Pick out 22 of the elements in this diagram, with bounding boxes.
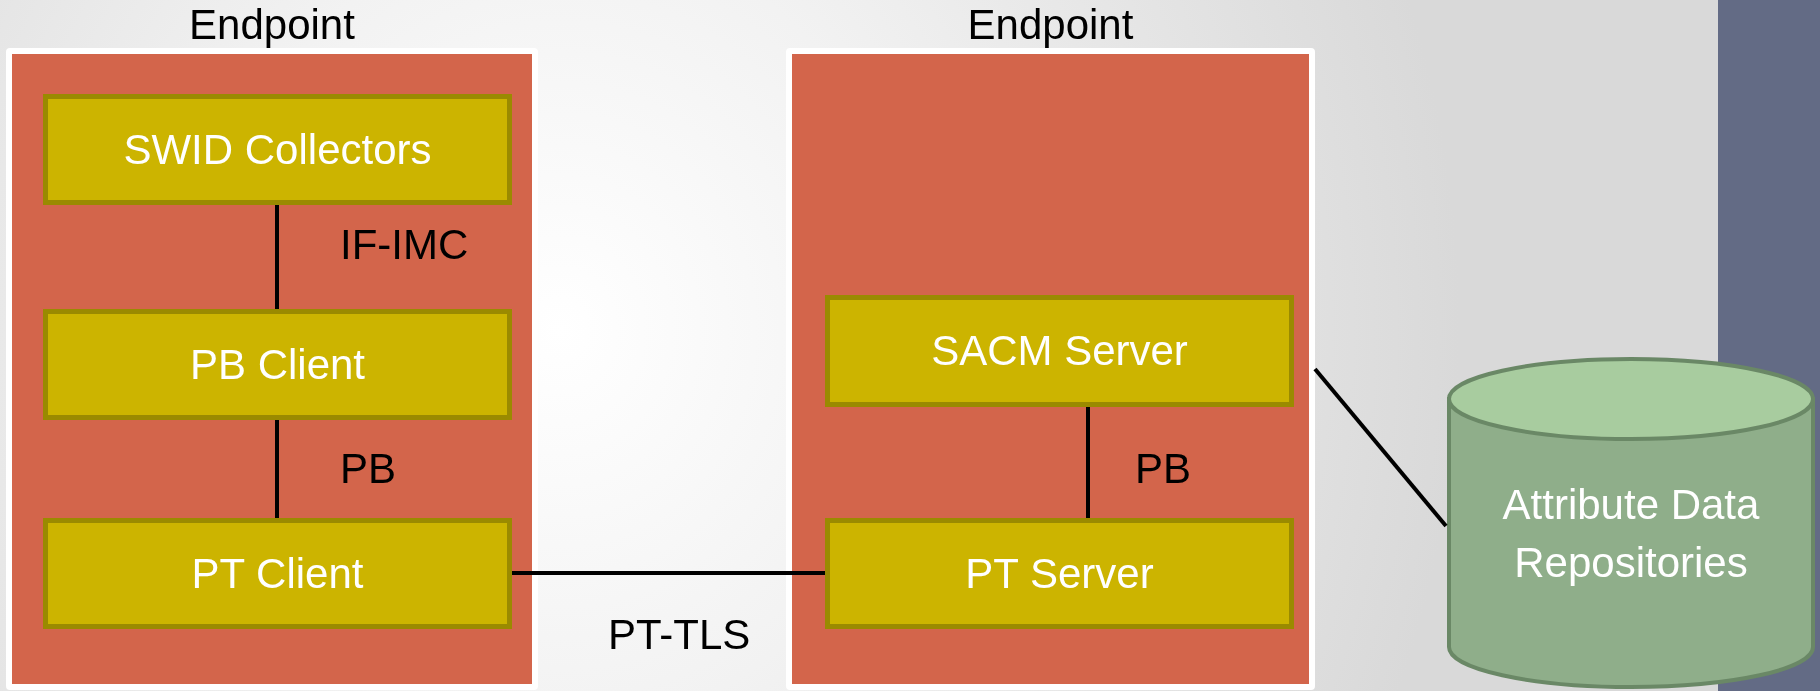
component-box: [825, 518, 1294, 629]
edge-label: IF-IMC: [340, 222, 469, 268]
component-box: [43, 309, 512, 420]
endpoint-heading: Endpoint: [966, 2, 1135, 48]
component-box: [43, 94, 512, 205]
connector-line: [1086, 407, 1090, 518]
component-box: [43, 518, 512, 629]
connector-line: [1313, 367, 1448, 528]
component-label: SWID Collectors: [123, 125, 432, 174]
component-box: [825, 295, 1294, 407]
component-label: PT Client: [191, 549, 364, 598]
connector-line: [275, 205, 279, 309]
edge-label: PB: [340, 446, 397, 492]
repository-label: Attribute Data Repositories: [1501, 480, 1761, 588]
connector-line: [275, 420, 279, 518]
endpoint-heading: Endpoint: [188, 2, 356, 48]
connector-line: [512, 571, 825, 575]
edge-label: PT-TLS: [608, 612, 751, 658]
component-label: PT Server: [965, 549, 1154, 598]
component-label: SACM Server: [931, 327, 1188, 375]
component-label: PB Client: [189, 340, 366, 389]
edge-label: PB: [1135, 446, 1192, 492]
